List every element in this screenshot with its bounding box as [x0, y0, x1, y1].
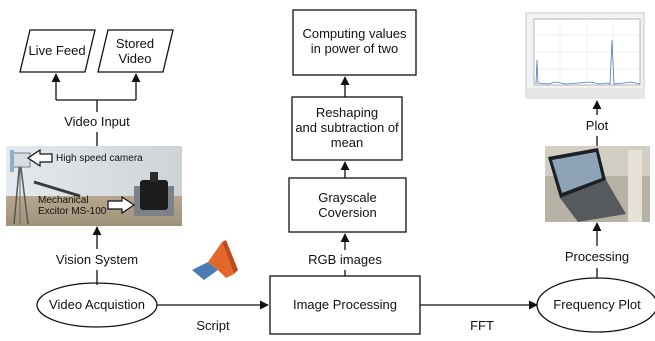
vision-system-label: Vision System [55, 252, 139, 267]
reshaping-line2: and subtraction of [295, 120, 399, 135]
computing-box [292, 9, 417, 76]
fft-plot-image [525, 12, 645, 99]
matlab-logo-icon [192, 240, 238, 280]
arrow-head-icon [107, 195, 136, 215]
live-feed-shape [19, 29, 96, 73]
fft-label: FFT [470, 318, 494, 333]
reshaping-line1: Reshaping [315, 105, 379, 120]
stored-video-line1: Stored [115, 36, 155, 51]
computing-line2: in power of two [310, 41, 399, 56]
reshaping-box [291, 96, 403, 161]
exciter-line2: Excitor MS-100 [38, 206, 107, 217]
exciter-line1: Mechanical [38, 195, 89, 206]
plot-label: Plot [585, 118, 609, 133]
computing-line1: Computing values [302, 26, 407, 41]
script-label: Script [196, 318, 230, 333]
grayscale-line1: Grayscale [318, 190, 377, 205]
computing-label: Computing values in power of two [293, 26, 416, 56]
image-processing-label: Image Processing [292, 297, 398, 312]
laptop-photo [545, 146, 650, 222]
live-feed-label: Live Feed [28, 43, 86, 58]
frequency-plot-label: Frequency Plot [553, 297, 641, 312]
grayscale-box [288, 177, 407, 233]
exciter-label: Mechanical Excitor MS-100 [38, 195, 106, 217]
reshaping-label: Reshaping and subtraction of mean [292, 105, 402, 150]
stored-video-shape [97, 29, 174, 73]
camera-photo [6, 146, 182, 226]
video-acquisition-label: Video Acquistion [49, 297, 145, 312]
video-input-label: Video Input [64, 114, 130, 129]
arrow-head-icon [26, 148, 53, 168]
grayscale-label: Grayscale Coversion [289, 190, 406, 220]
camera-label: High speed camera [56, 153, 143, 164]
reshaping-line3: mean [330, 135, 364, 150]
grayscale-line2: Coversion [318, 205, 377, 220]
rgb-images-label: RGB images [308, 252, 382, 267]
stored-video-line2: Video [118, 51, 152, 66]
stored-video-label: Stored Video [100, 36, 170, 66]
processing-label: Processing [564, 249, 630, 264]
